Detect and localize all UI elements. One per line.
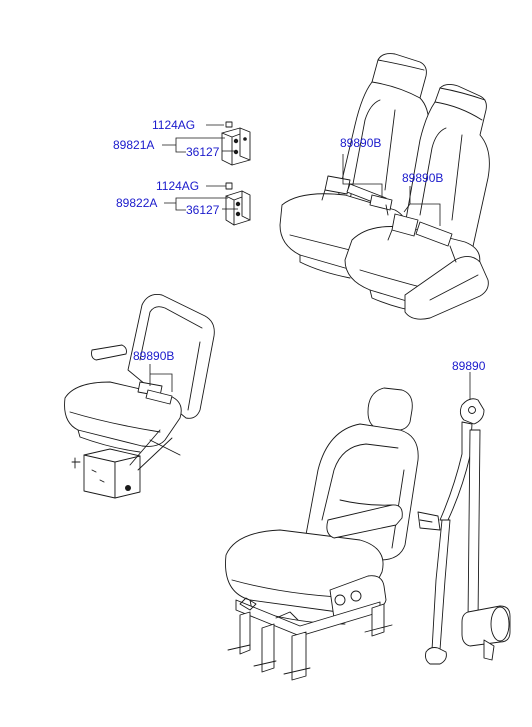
label-89890b-left-rear: 89890B	[340, 136, 381, 150]
double-rear-seat[interactable]	[279, 53, 490, 320]
label-36127-top: 36127	[186, 145, 220, 159]
leader-bracket-bottom	[164, 197, 228, 211]
label-89821a: 89821A	[113, 138, 154, 152]
label-1124ag-bottom: 1124AG	[156, 179, 199, 193]
label-89822a: 89822A	[116, 196, 157, 210]
retractor-seat-belt[interactable]	[417, 398, 511, 665]
label-89890b-right-rear: 89890B	[402, 171, 443, 185]
label-89890: 89890	[452, 359, 486, 373]
leader-bracket-top	[162, 137, 225, 153]
bracket-assembly-bottom[interactable]	[225, 182, 251, 226]
label-89890b-jump-seat: 89890B	[133, 349, 174, 363]
label-36127-bottom: 36127	[186, 203, 220, 217]
leader-buckle-left-rear	[342, 154, 383, 198]
bracket-assembly-top[interactable]	[221, 121, 251, 166]
label-1124ag-top: 1124AG	[152, 118, 195, 132]
leader-buckle-jump-seat	[149, 364, 173, 392]
folding-jump-seat[interactable]	[64, 294, 215, 499]
driver-seat[interactable]	[225, 387, 419, 681]
leader-buckle-right-rear	[403, 186, 441, 226]
